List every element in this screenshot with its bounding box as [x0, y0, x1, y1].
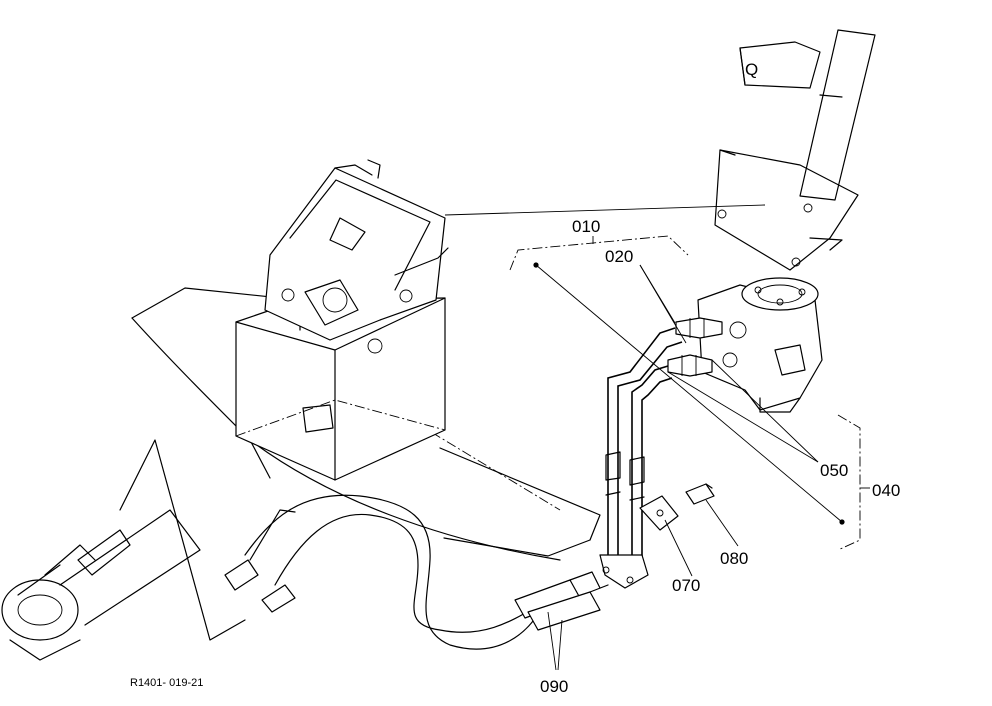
bolt	[685, 483, 715, 505]
tank-assembly	[235, 159, 449, 481]
pipe-clip	[639, 495, 679, 531]
part-mark-q: Q	[745, 60, 758, 79]
reference-code: R1401- 019-21	[130, 677, 203, 689]
callout-010: 010	[572, 217, 600, 236]
callout-020: 020	[605, 247, 633, 266]
steering-column-bracket	[714, 29, 876, 271]
callout-070: 070	[672, 576, 700, 595]
callout-050: 050	[820, 461, 848, 480]
callout-090: 090	[540, 677, 568, 696]
leader-dot	[839, 519, 845, 525]
cylinder-guide-lines	[119, 439, 246, 641]
callout-040: 040	[872, 481, 900, 500]
leader-dot	[533, 262, 539, 268]
hydraulic-pipes	[599, 327, 683, 589]
steering-valve-unit	[697, 277, 823, 413]
callout-lines	[444, 204, 870, 671]
hydraulic-hoses	[224, 494, 609, 650]
callout-080: 080	[720, 549, 748, 568]
steering-cylinder	[1, 509, 201, 661]
